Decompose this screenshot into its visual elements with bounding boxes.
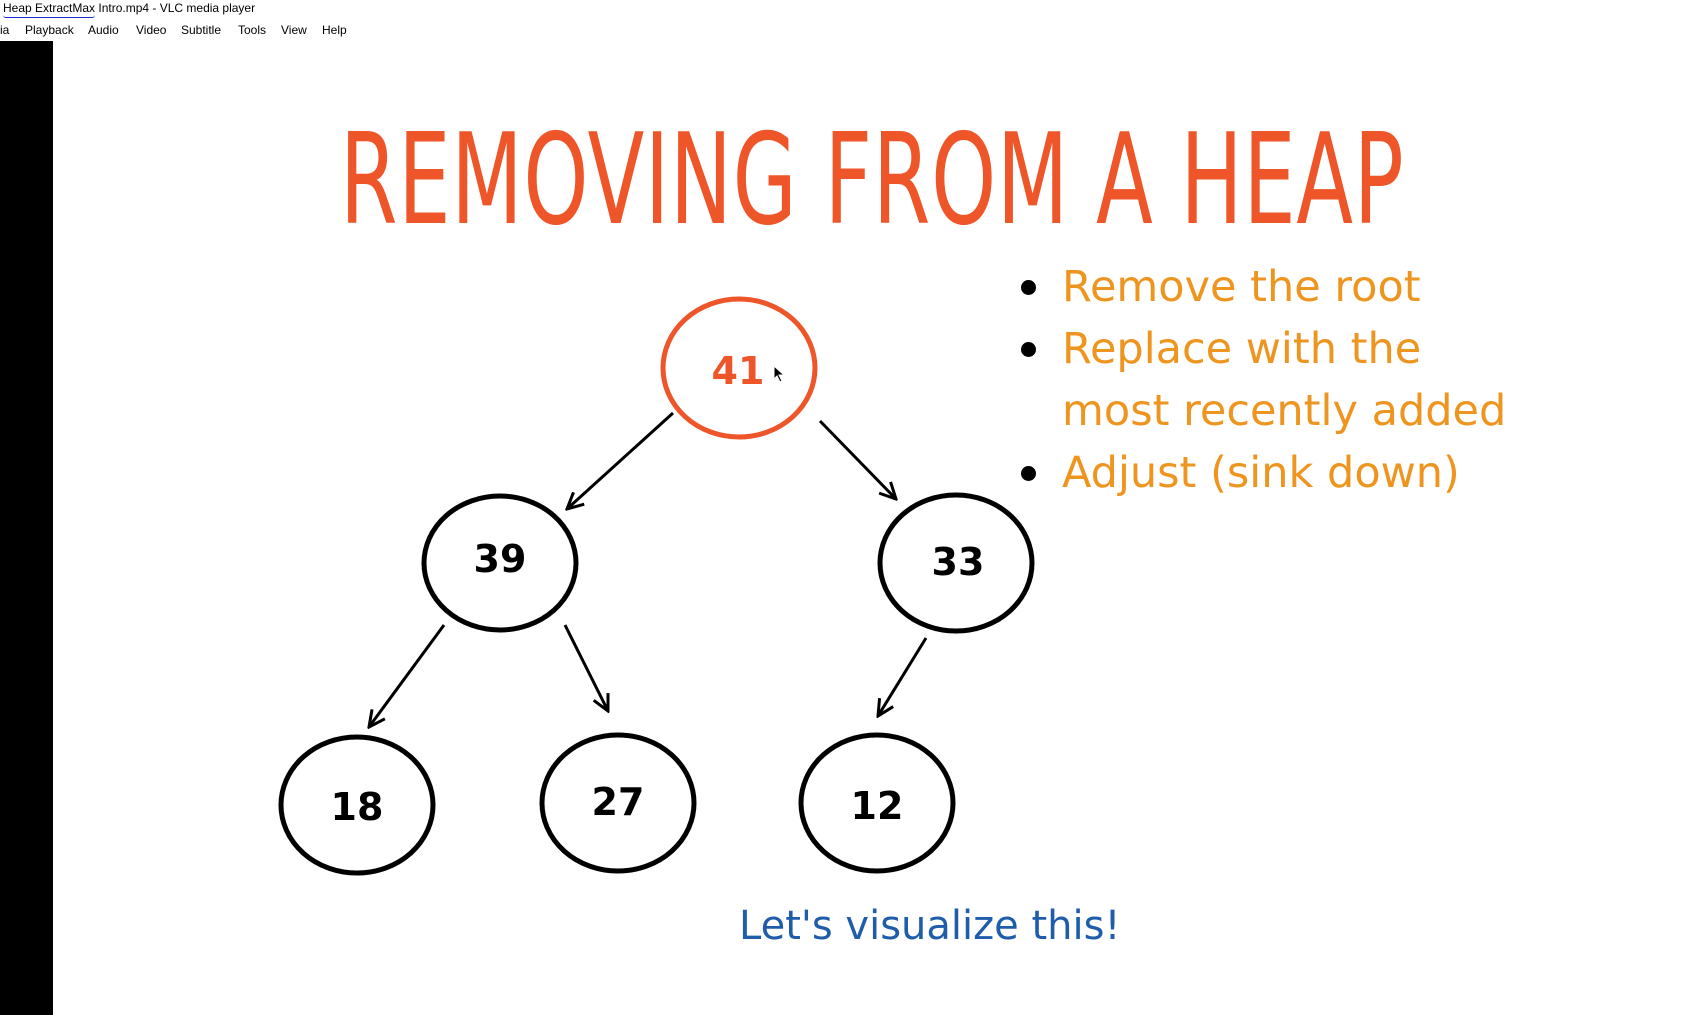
menu-audio[interactable]: Audio	[88, 23, 119, 37]
node-left: 39	[421, 493, 579, 633]
node-right-left-label: 12	[851, 784, 904, 828]
window-title: Heap ExtractMax Intro.mp4 - VLC media pl…	[3, 1, 256, 15]
node-right-label: 33	[932, 540, 985, 584]
bullet-replace: Replace with the	[1021, 318, 1691, 380]
bullet-adjust: Adjust (sink down)	[1021, 442, 1691, 504]
node-root: 41	[660, 296, 818, 440]
bullet-text: Remove the root	[1062, 262, 1421, 312]
bullet-text: most recently added	[1062, 386, 1507, 436]
menu-tools[interactable]: Tools	[238, 23, 267, 37]
node-left-right: 27	[539, 732, 697, 874]
menu-playback[interactable]: Playback	[25, 23, 74, 37]
bullet-replace-continued: most recently added	[1062, 380, 1691, 442]
window-titlebar: Heap ExtractMax Intro.mp4 - VLC media pl…	[0, 0, 1691, 18]
menu-help[interactable]: Help	[322, 23, 347, 37]
title-underline-annotation	[3, 15, 95, 18]
menu-video[interactable]: Video	[136, 23, 167, 37]
menu-view[interactable]: View	[281, 23, 307, 37]
video-letterbox-left	[0, 41, 53, 1015]
node-right-left: 12	[798, 732, 956, 874]
node-left-label: 39	[474, 537, 527, 581]
edge-39-18	[369, 624, 446, 727]
bullet-dot	[1021, 466, 1036, 481]
edge-41-39	[567, 411, 675, 509]
bullet-text: Replace with the	[1062, 324, 1422, 374]
edge-39-27	[563, 624, 608, 711]
node-root-label: 41	[712, 349, 765, 393]
node-right: 33	[877, 492, 1035, 634]
bullet-dot	[1021, 342, 1036, 357]
slide-title: REMOVING FROM A HEAP	[340, 106, 1405, 253]
node-left-left: 18	[278, 734, 436, 876]
edge-41-33	[818, 419, 896, 499]
edge-33-12	[878, 637, 928, 716]
footer-caption: Let's visualize this!	[739, 903, 1121, 949]
mouse-cursor-icon	[773, 365, 786, 383]
menu-media[interactable]: ia	[0, 23, 10, 37]
bullet-dot	[1021, 280, 1036, 295]
bullet-text: Adjust (sink down)	[1062, 448, 1460, 498]
node-left-left-label: 18	[331, 785, 384, 829]
node-left-right-label: 27	[592, 780, 645, 824]
bullet-remove-root: Remove the root	[1021, 256, 1691, 318]
menu-subtitle[interactable]: Subtitle	[181, 23, 222, 37]
